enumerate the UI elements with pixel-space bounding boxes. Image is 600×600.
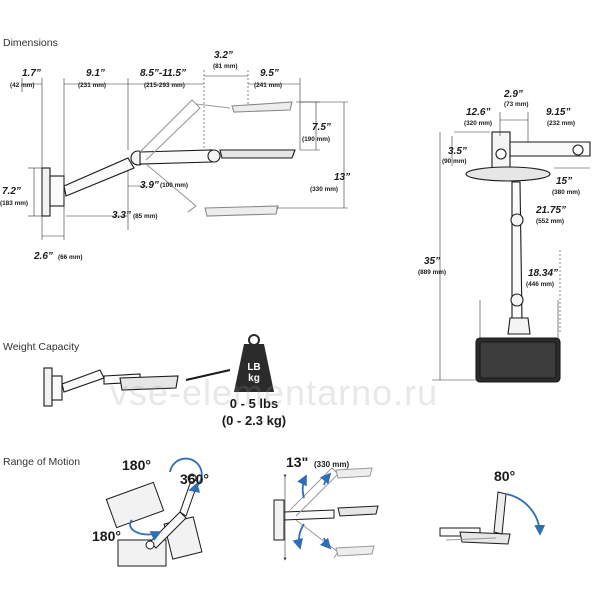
- front-view-drawing: [432, 112, 591, 383]
- dim-13-mm: (330 mm): [310, 186, 339, 193]
- rotation-arrows: [129, 457, 203, 541]
- rotation-180-bottom: 180°: [92, 528, 121, 544]
- dim-1-7-in: 1.7”: [22, 68, 41, 79]
- dim-9-5-in: 9.5”: [260, 68, 279, 79]
- side-view-drawing: [21, 70, 348, 240]
- dim-12-6-mm: (320 mm): [464, 120, 493, 127]
- lift-13-in: 13": [286, 454, 309, 470]
- dim-8-5-in: 8.5”-11.5”: [140, 68, 186, 79]
- section-motion-heading: Range of Motion: [3, 456, 81, 468]
- dim-2-9-in: 2.9”: [504, 89, 523, 100]
- dim-7-5-mm: (190 mm): [302, 136, 331, 143]
- tilt-drawing: [439, 491, 511, 545]
- dim-12-6-in: 12.6”: [466, 107, 491, 118]
- watermark: vse-elementarno.ru: [110, 372, 439, 413]
- weight-lbs: 0 - 5 lbs: [229, 396, 279, 411]
- dim-3-3-mm: (85 mm): [133, 213, 158, 220]
- dim-13-in: 13”: [334, 172, 351, 183]
- dim-21-75-in: 21.75”: [536, 205, 567, 216]
- lift-drawing: [273, 467, 379, 559]
- rotation-180-top: 180°: [122, 457, 151, 473]
- weight-kg: (0 - 2.3 kg): [221, 413, 287, 428]
- dim-3-2-in: 3.2”: [214, 50, 233, 61]
- weight-arm-drawing: [43, 367, 231, 407]
- section-weight-heading: Weight Capacity: [3, 341, 80, 353]
- dim-7-2-in: 7.2”: [2, 186, 21, 197]
- dim-3-5-mm: (90 mm): [442, 158, 467, 165]
- dim-21-75-mm: (552 mm): [536, 218, 565, 225]
- dim-3-9-mm: (100 mm): [160, 182, 189, 189]
- dim-35-in: 35”: [424, 256, 441, 267]
- dim-9-15-mm: (232 mm): [547, 120, 576, 127]
- dim-7-2-mm: (183 mm): [0, 200, 29, 207]
- lift-330-mm: (330 mm): [314, 460, 350, 469]
- dim-9-15-in: 9.15”: [546, 107, 571, 118]
- dim-3-5-in: 3.5”: [448, 146, 467, 157]
- dim-18-34-in: 18.34”: [528, 268, 559, 279]
- dim-7-5-in: 7.5”: [312, 122, 331, 133]
- dim-3-9-in: 3.9”: [140, 180, 159, 191]
- dim-35-mm: (889 mm): [418, 269, 447, 276]
- dim-18-34-mm: (446 mm): [526, 281, 555, 288]
- dim-2-6-mm: (66 mm): [58, 254, 83, 261]
- rotation-drawing: [105, 473, 203, 567]
- tilt-80: 80°: [494, 468, 516, 484]
- dim-9-1-mm: (231 mm): [78, 82, 107, 89]
- section-dimensions-heading: Dimensions: [3, 37, 58, 49]
- weight-badge-shape: [234, 334, 274, 392]
- weight-badge-lb: LB: [247, 362, 261, 373]
- dim-15-mm: (380 mm): [552, 189, 581, 196]
- dim-2-6-in: 2.6”: [34, 251, 53, 262]
- rotation-360: 360°: [180, 471, 209, 487]
- dim-3-3-in: 3.3”: [112, 210, 131, 221]
- dim-15-in: 15”: [556, 176, 573, 187]
- dim-1-7-mm: (42 mm): [10, 82, 35, 89]
- dim-3-2-mm: (81 mm): [213, 63, 238, 70]
- weight-badge-kg: kg: [248, 373, 260, 384]
- dim-9-5-mm: (241 mm): [254, 82, 283, 89]
- tilt-arrow: [505, 493, 546, 536]
- dim-2-9-mm: (73 mm): [504, 101, 529, 108]
- dim-8-5-mm: (215-293 mm): [144, 82, 185, 89]
- lift-arrows: [292, 472, 332, 550]
- dim-9-1-in: 9.1”: [86, 68, 105, 79]
